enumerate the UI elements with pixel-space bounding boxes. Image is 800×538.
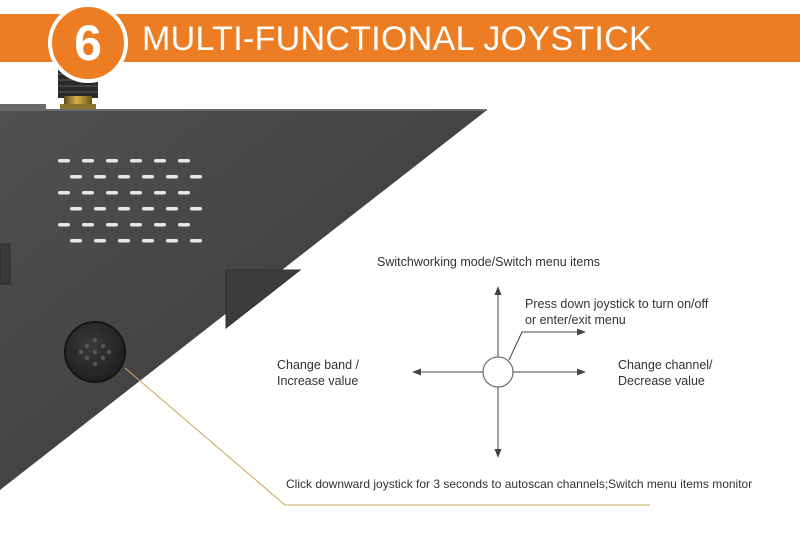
left-label-line-2: Increase value: [277, 374, 359, 388]
left-label-line-1: Change band /: [277, 358, 360, 372]
arrow-down-icon: [494, 449, 502, 458]
vent-slot: [142, 239, 154, 243]
vent-slot: [94, 207, 106, 211]
vent-slot: [190, 239, 202, 243]
press-label-line-1: Press down joystick to turn on/off: [525, 297, 709, 311]
up-direction-label: Switchworking mode/Switch menu items: [377, 255, 600, 269]
title-banner: [0, 14, 800, 62]
joystick-knob: [64, 321, 126, 383]
knob-grip-dot: [78, 349, 84, 355]
device-side-bump: [0, 243, 11, 285]
knob-grip-dot: [106, 349, 112, 355]
knob-grip-dot: [92, 361, 98, 367]
vent-slot: [82, 223, 94, 227]
vent-slot: [58, 191, 70, 195]
vent-slot: [166, 175, 178, 179]
vent-slot: [190, 175, 202, 179]
joystick-direction-diagram: [412, 286, 586, 458]
press-label-line-2: or enter/exit menu: [525, 313, 626, 327]
vent-slot: [178, 223, 190, 227]
vent-slot: [130, 191, 142, 195]
vent-slot: [130, 159, 142, 163]
vent-slot: [82, 159, 94, 163]
arrow-up-icon: [494, 286, 502, 295]
joystick-center-circle: [482, 356, 514, 388]
vent-slot: [166, 239, 178, 243]
arrow-right-icon: [577, 368, 586, 376]
vent-slot: [106, 223, 118, 227]
vent-slot: [118, 239, 130, 243]
right-direction-label: Change channel/ Decrease value: [618, 357, 713, 389]
vent-slot: [106, 191, 118, 195]
vent-slot: [94, 239, 106, 243]
vent-slot: [190, 207, 202, 211]
knob-grip-dot: [92, 337, 98, 343]
vent-slot: [154, 159, 166, 163]
vent-slot: [70, 207, 82, 211]
left-direction-label: Change band / Increase value: [277, 357, 359, 389]
vent-slot: [58, 159, 70, 163]
knob-grip-dot: [84, 343, 90, 349]
vent-slot: [166, 207, 178, 211]
vent-slot: [58, 223, 70, 227]
down-direction-label: Click downward joystick for 3 seconds to…: [286, 477, 753, 491]
banner-title: MULTI-FUNCTIONAL JOYSTICK: [142, 20, 652, 58]
vent-slot: [118, 207, 130, 211]
vent-slot: [82, 191, 94, 195]
vent-slot: [154, 223, 166, 227]
vent-slot: [154, 191, 166, 195]
vent-grille: [58, 159, 202, 243]
press-label: Press down joystick to turn on/off or en…: [525, 296, 708, 328]
knob-grip-dot: [84, 355, 90, 361]
arrow-left-icon: [412, 368, 421, 376]
vent-slot: [142, 175, 154, 179]
arrow-press-icon: [577, 328, 586, 336]
screen-recess: [225, 269, 302, 330]
right-label-line-2: Decrease value: [618, 374, 705, 388]
vent-slot: [118, 175, 130, 179]
knob-grip-dot: [92, 349, 98, 355]
vent-slot: [130, 223, 142, 227]
vent-slot: [178, 159, 190, 163]
knob-grip-dot: [100, 355, 106, 361]
knob-grip-dot: [100, 343, 106, 349]
vent-slot: [178, 191, 190, 195]
vent-slot: [106, 159, 118, 163]
leader-line: [124, 367, 650, 506]
step-number-badge: 6: [48, 3, 128, 83]
right-label-line-1: Change channel/: [618, 358, 713, 372]
vent-slot: [70, 175, 82, 179]
device-top-edge: [0, 104, 46, 110]
vent-slot: [94, 175, 106, 179]
vent-slot: [70, 239, 82, 243]
vent-slot: [142, 207, 154, 211]
